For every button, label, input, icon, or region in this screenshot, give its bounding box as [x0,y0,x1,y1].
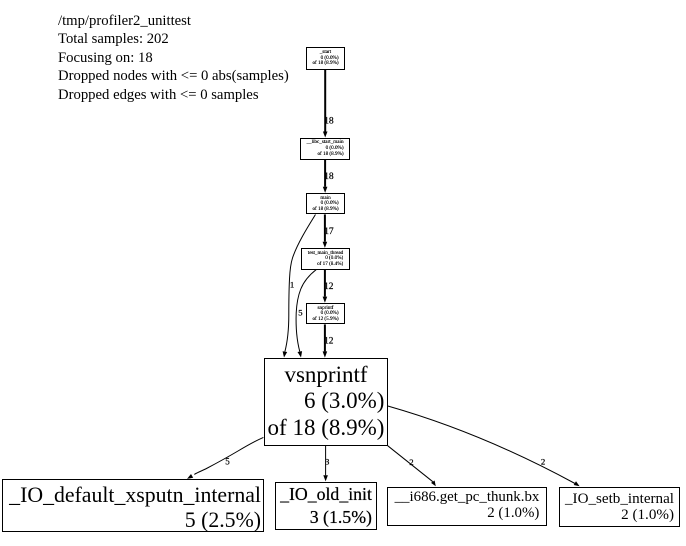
svg-text:18: 18 [324,116,334,127]
svg-text:17: 17 [324,226,334,237]
svg-text:2: 2 [541,457,545,467]
svg-text:12: 12 [324,282,334,292]
svg-text:3: 3 [325,457,329,467]
svg-text:5: 5 [298,308,302,318]
svg-text:12: 12 [324,337,334,347]
svg-text:18: 18 [324,171,334,182]
svg-text:1: 1 [290,281,294,290]
svg-text:2: 2 [409,457,413,467]
svg-text:5: 5 [225,456,230,466]
